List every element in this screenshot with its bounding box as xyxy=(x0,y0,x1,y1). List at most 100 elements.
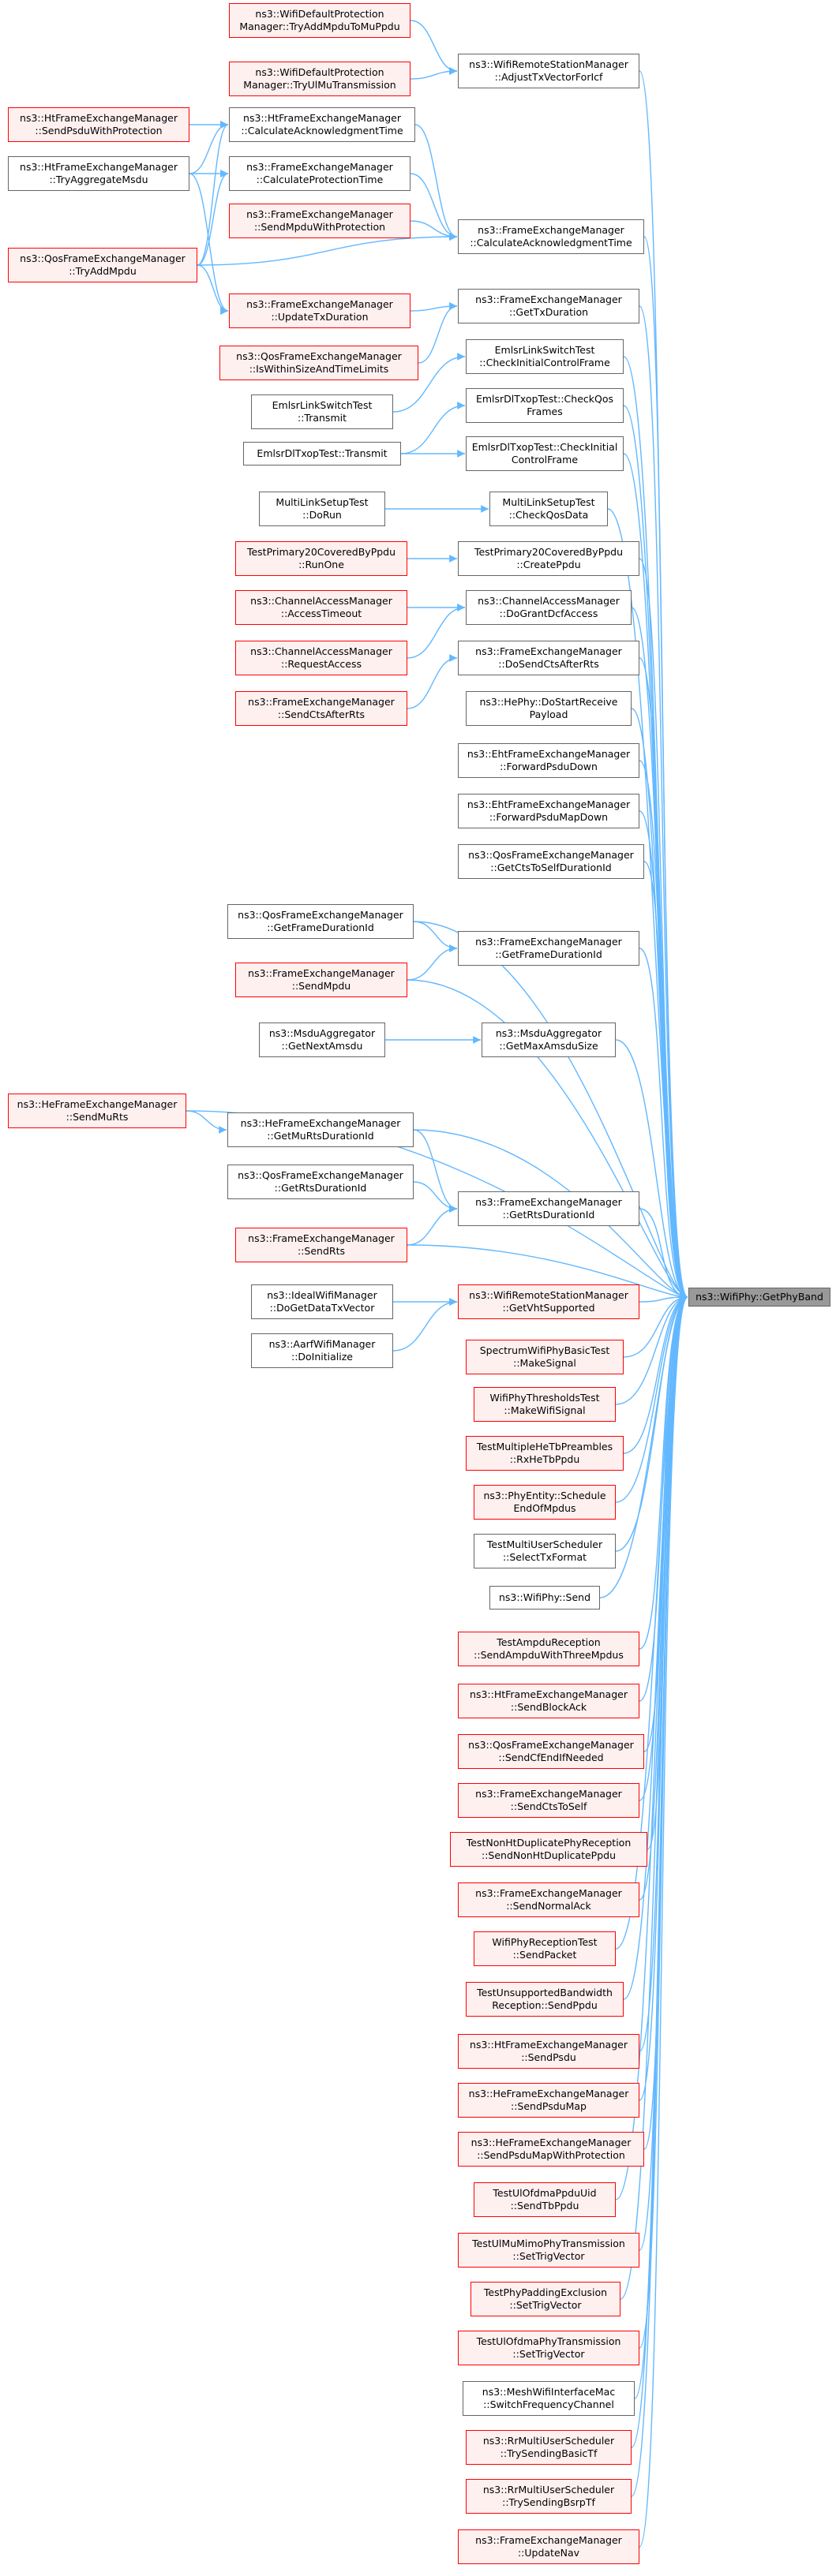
graph-node-n55[interactable]: TestNonHtDuplicatePhyReception::SendNonH… xyxy=(450,1832,647,1867)
graph-node-n22[interactable]: TestPrimary20CoveredByPpdu::CreatePpdu xyxy=(458,541,639,576)
graph-node-label-line: ::SendMuRts xyxy=(66,1111,129,1123)
graph-node-n11[interactable]: ns3::FrameExchangeManager::GetTxDuration xyxy=(458,289,639,323)
graph-node-label-line: EndOfMpdus xyxy=(513,1502,576,1514)
graph-node-n46[interactable]: WifiPhyThresholdsTest::MakeWifiSignal xyxy=(474,1387,616,1422)
graph-node-n27[interactable]: ns3::FrameExchangeManager::SendCtsAfterR… xyxy=(235,691,407,726)
graph-node-n53[interactable]: ns3::QosFrameExchangeManager::SendCfEndI… xyxy=(458,1734,644,1769)
graph-node-n23[interactable]: ns3::ChannelAccessManager::AccessTimeout xyxy=(235,590,407,625)
graph-node-n2[interactable]: ns3::WifiRemoteStationManager::AdjustTxV… xyxy=(458,54,639,88)
graph-node-n41[interactable]: ns3::FrameExchangeManager::SendRts xyxy=(235,1228,407,1262)
graph-node-n62[interactable]: TestUlOfdmaPpduUid::SendTbPpdu xyxy=(474,2182,616,2217)
graph-node-n65[interactable]: TestUlOfdmaPhyTransmission::SetTrigVecto… xyxy=(458,2331,639,2365)
graph-node-n47[interactable]: TestMultipleHeTbPreambles::RxHeTbPpdu xyxy=(466,1436,624,1471)
graph-node-label-line: ::UpdateTxDuration xyxy=(271,311,369,323)
graph-node-n38[interactable]: ns3::HeFrameExchangeManager::GetMuRtsDur… xyxy=(227,1112,414,1147)
graph-node-n6[interactable]: ns3::HtFrameExchangeManager::TryAggregat… xyxy=(8,156,189,191)
graph-node-n36[interactable]: ns3::MsduAggregator::GetMaxAmsduSize xyxy=(482,1023,616,1057)
graph-node-label-line: ns3::FrameExchangeManager xyxy=(475,645,622,657)
graph-node-n42[interactable]: ns3::IdealWifiManager::DoGetDataTxVector xyxy=(251,1284,393,1319)
graph-node-label-line: ::GetRtsDurationId xyxy=(274,1182,367,1194)
graph-node-n25[interactable]: ns3::ChannelAccessManager::RequestAccess xyxy=(235,641,407,675)
graph-node-label-line: ns3::HtFrameExchangeManager xyxy=(470,2039,628,2051)
graph-node-label-line: ns3::FrameExchangeManager xyxy=(475,293,622,305)
graph-node-n43[interactable]: ns3::WifiRemoteStationManager::GetVhtSup… xyxy=(458,1284,639,1319)
graph-node-label-line: ns3::HeFrameExchangeManager xyxy=(240,1117,401,1129)
graph-node-n13[interactable]: EmlsrLinkSwitchTest::CheckInitialControl… xyxy=(466,339,624,374)
graph-node-n35[interactable]: ns3::MsduAggregator::GetNextAmsdu xyxy=(259,1023,385,1057)
graph-node-n59[interactable]: ns3::HtFrameExchangeManager::SendPsdu xyxy=(458,2034,639,2069)
graph-node-n5[interactable]: ns3::HtFrameExchangeManager::CalculateAc… xyxy=(229,107,415,142)
graph-node-n21[interactable]: TestPrimary20CoveredByPpdu::RunOne xyxy=(235,541,407,576)
graph-node-n24[interactable]: ns3::ChannelAccessManager::DoGrantDcfAcc… xyxy=(466,590,632,625)
graph-node-label-line: ns3::FrameExchangeManager xyxy=(248,1232,395,1244)
graph-node-n39[interactable]: ns3::QosFrameExchangeManager::GetRtsDura… xyxy=(227,1165,414,1199)
graph-node-label-line: ns3::HtFrameExchangeManager xyxy=(20,112,178,124)
graph-node-label-line: ns3::FrameExchangeManager xyxy=(475,936,622,948)
graph-node-label-line: ns3::MsduAggregator xyxy=(495,1027,602,1039)
graph-node-n33[interactable]: ns3::FrameExchangeManager::GetFrameDurat… xyxy=(458,931,639,966)
graph-node-label-line: ::GetMaxAmsduSize xyxy=(499,1040,598,1052)
graph-node-n19[interactable]: MultiLinkSetupTest::DoRun xyxy=(259,492,385,526)
graph-node-n26[interactable]: ns3::FrameExchangeManager::DoSendCtsAfte… xyxy=(458,641,639,675)
graph-node-n69[interactable]: ns3::FrameExchangeManager::UpdateNav xyxy=(458,2529,639,2564)
graph-node-label-line: ::MakeWifiSignal xyxy=(504,1404,586,1416)
graph-node-n63[interactable]: TestUlMuMimoPhyTransmission::SetTrigVect… xyxy=(458,2233,639,2268)
graph-node-n34[interactable]: ns3::FrameExchangeManager::SendMpdu xyxy=(235,963,407,997)
graph-node-label-line: ns3::QosFrameExchangeManager xyxy=(238,1169,403,1181)
graph-node-label-line: ::TrySendingBasicTf xyxy=(500,2447,598,2459)
graph-node-label-line: ::SetTrigVector xyxy=(512,2348,585,2360)
graph-node-n29[interactable]: ns3::EhtFrameExchangeManager::ForwardPsd… xyxy=(458,743,639,778)
graph-node-label-line: ns3::AarfWifiManager xyxy=(268,1338,376,1350)
edge-n41-focus xyxy=(407,1244,688,1301)
graph-node-n44[interactable]: ns3::AarfWifiManager::DoInitialize xyxy=(251,1333,393,1368)
graph-node-n52[interactable]: ns3::HtFrameExchangeManager::SendBlockAc… xyxy=(458,1684,639,1718)
graph-node-n51[interactable]: TestAmpduReception::SendAmpduWithThreeMp… xyxy=(458,1632,639,1666)
graph-node-n37[interactable]: ns3::HeFrameExchangeManager::SendMuRts xyxy=(8,1094,186,1128)
graph-node-n8[interactable]: ns3::FrameExchangeManager::SendMpduWithP… xyxy=(229,204,411,238)
graph-node-n30[interactable]: ns3::EhtFrameExchangeManager::ForwardPsd… xyxy=(458,794,639,828)
graph-node-n56[interactable]: ns3::FrameExchangeManager::SendNormalAck xyxy=(458,1882,639,1917)
graph-node-n64[interactable]: TestPhyPaddingExclusion::SetTrigVector xyxy=(470,2282,620,2316)
graph-node-n14[interactable]: ns3::QosFrameExchangeManager::IsWithinSi… xyxy=(219,346,418,380)
edge-n33-focus xyxy=(639,948,688,1301)
graph-node-label-line: ns3::PhyEntity::Schedule xyxy=(483,1490,606,1501)
graph-node-label-line: TestUnsupportedBandwidth xyxy=(477,1987,613,1998)
graph-node-label-line: ::SendPsdu xyxy=(521,2051,576,2063)
graph-node-n54[interactable]: ns3::FrameExchangeManager::SendCtsToSelf xyxy=(458,1783,639,1818)
graph-node-n4[interactable]: ns3::HtFrameExchangeManager::SendPsduWit… xyxy=(8,107,189,142)
graph-node-n66[interactable]: ns3::MeshWifiInterfaceMac::SwitchFrequen… xyxy=(463,2381,635,2416)
graph-node-label-line: ns3::HeFrameExchangeManager xyxy=(470,2137,632,2148)
graph-node-n57[interactable]: WifiPhyReceptionTest::SendPacket xyxy=(474,1931,616,1966)
graph-node-n10[interactable]: ns3::QosFrameExchangeManager::TryAddMpdu xyxy=(8,248,197,282)
graph-node-label-line: TestPrimary20CoveredByPpdu xyxy=(474,546,624,558)
graph-node-label-line: ::TrySendingBsrpTf xyxy=(502,2496,595,2508)
graph-node-label-line: ::MakeSignal xyxy=(513,1357,576,1369)
graph-node-n7[interactable]: ns3::FrameExchangeManager::CalculateProt… xyxy=(229,156,411,191)
graph-node-n15[interactable]: EmlsrLinkSwitchTest::Transmit xyxy=(251,394,393,429)
graph-node-n49[interactable]: TestMultiUserScheduler::SelectTxFormat xyxy=(474,1534,616,1568)
graph-node-n68[interactable]: ns3::RrMultiUserScheduler::TrySendingBsr… xyxy=(466,2479,632,2514)
graph-node-n40[interactable]: ns3::FrameExchangeManager::GetRtsDuratio… xyxy=(458,1191,639,1226)
graph-node-n12[interactable]: ns3::FrameExchangeManager::UpdateTxDurat… xyxy=(229,293,411,328)
graph-node-n31[interactable]: ns3::QosFrameExchangeManager::GetCtsToSe… xyxy=(458,844,644,879)
graph-node-n67[interactable]: ns3::RrMultiUserScheduler::TrySendingBas… xyxy=(466,2430,632,2465)
graph-node-label-line: ns3::RrMultiUserScheduler xyxy=(482,2435,615,2447)
graph-node-label-line: ::DoGrantDcfAccess xyxy=(499,608,598,619)
graph-node-n60[interactable]: ns3::HeFrameExchangeManager::SendPsduMap xyxy=(458,2083,639,2118)
graph-node-n17[interactable]: EmlsrDlTxopTest::Transmit xyxy=(243,442,401,465)
graph-node-n9[interactable]: ns3::FrameExchangeManager::CalculateAckn… xyxy=(458,219,644,254)
graph-node-n50[interactable]: ns3::WifiPhy::Send xyxy=(489,1586,600,1610)
graph-node-n32[interactable]: ns3::QosFrameExchangeManager::GetFrameDu… xyxy=(227,904,414,939)
graph-node-n45[interactable]: SpectrumWifiPhyBasicTest::MakeSignal xyxy=(466,1340,624,1374)
edge-n3-n2 xyxy=(410,67,458,80)
graph-node-label-line: ::SendRts xyxy=(297,1245,345,1257)
graph-node-n20[interactable]: MultiLinkSetupTest::CheckQosData xyxy=(489,492,608,526)
graph-node-n61[interactable]: ns3::HeFrameExchangeManager::SendPsduMap… xyxy=(458,2132,644,2167)
